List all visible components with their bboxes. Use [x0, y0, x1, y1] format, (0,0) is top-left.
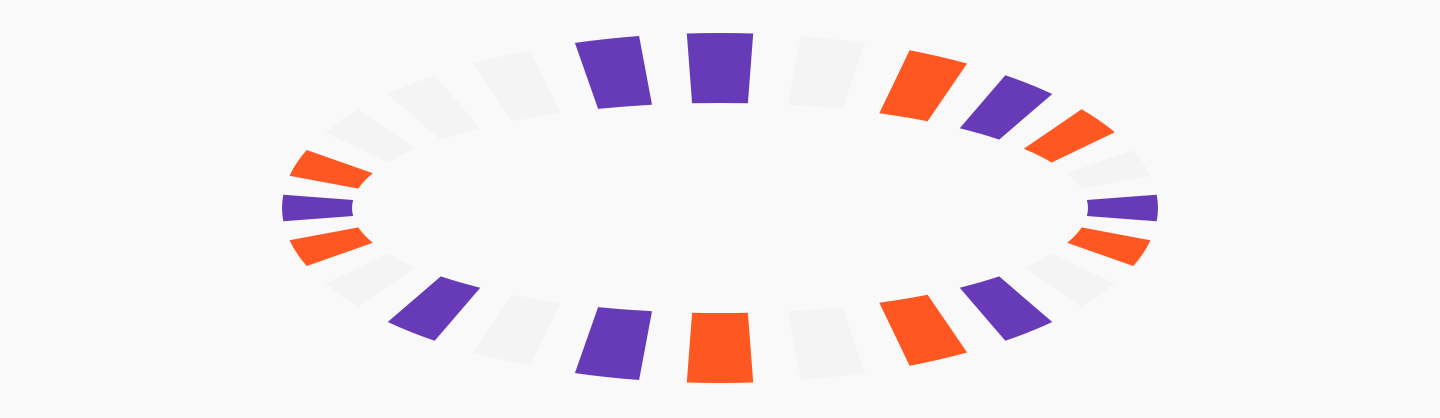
ring-segment-purple [1086, 194, 1158, 222]
ring-segment-light [1067, 150, 1151, 189]
ring-segment-light [325, 253, 417, 307]
ring-segment-purple [959, 276, 1053, 341]
ring-segment-orange [289, 227, 373, 266]
ring-segment-orange [1067, 227, 1151, 266]
ring-segment-light [325, 109, 417, 163]
ring-segment-purple [574, 307, 652, 380]
ring-segment-light [387, 75, 481, 140]
ring-segment-orange [1023, 109, 1115, 163]
ring-segment-purple [959, 75, 1053, 140]
ring-segment-purple [282, 194, 354, 222]
ring-segment-light [472, 294, 561, 366]
ring-segment-light [472, 50, 561, 122]
ring-segment-orange [289, 150, 373, 189]
ring-segment-orange [686, 312, 754, 384]
ring-segment-light [788, 307, 866, 380]
ring-segment-light [788, 36, 866, 109]
ring-segment-orange [879, 294, 968, 366]
ring-segment-purple [387, 276, 481, 341]
ring-segment-purple [574, 36, 652, 109]
ring-segment-light [1023, 253, 1115, 307]
ring-segment-orange [879, 50, 968, 122]
ring-segment-purple [686, 32, 754, 104]
